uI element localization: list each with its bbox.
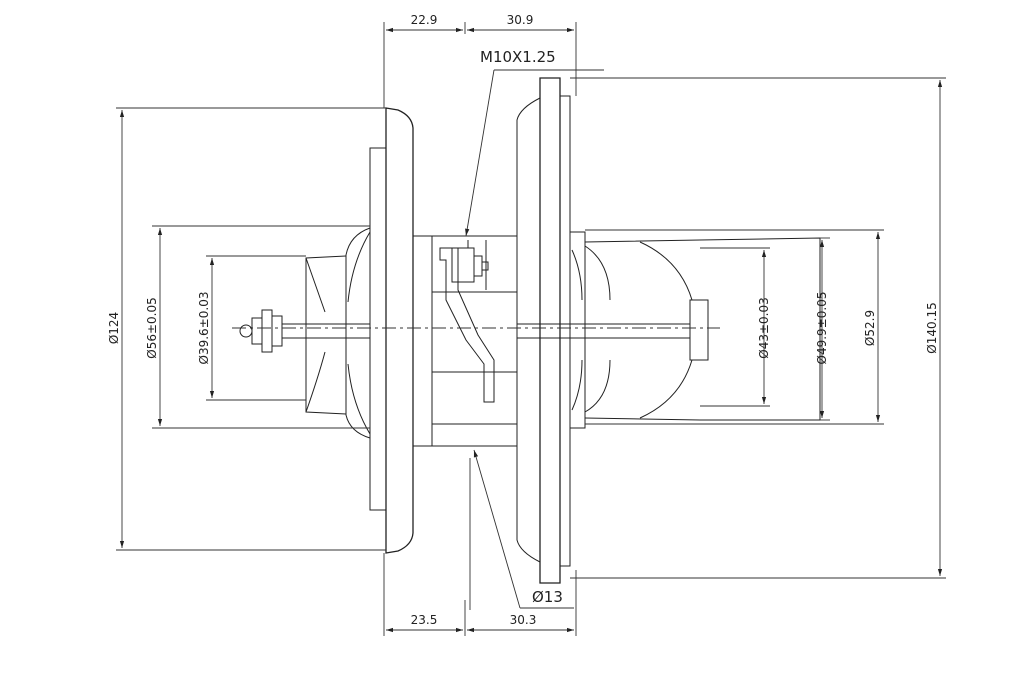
turbine-side-geometry: [516, 77, 821, 584]
dim-22-9: 22.9: [411, 13, 438, 27]
thread-callout: M10X1.25: [480, 48, 556, 66]
top-dimension-group: 22.9 30.9 M10X1.25: [383, 13, 604, 237]
bearing-housing-geometry: [412, 235, 518, 447]
turbine-diameter-dimensions: Ø43±0.03 Ø49.9±0.05 Ø52.9 Ø140.15: [570, 77, 946, 579]
compressor-side-geometry: [239, 107, 414, 554]
dim-phi-124: Ø124: [107, 312, 121, 344]
bottom-dimension-group: 23.5 30.3 Ø13: [383, 449, 577, 636]
dim-30-3: 30.3: [510, 613, 537, 627]
dim-phi-49-9: Ø49.9±0.05: [815, 292, 829, 365]
dim-23-5: 23.5: [411, 613, 438, 627]
compressor-diameter-dimensions: Ø124 Ø56±0.05 Ø39.6±0.03: [107, 107, 386, 551]
dim-shaft-13: Ø13: [532, 588, 563, 606]
dim-phi-56: Ø56±0.05: [145, 297, 159, 359]
dim-phi-52-9: Ø52.9: [863, 310, 877, 346]
dim-30-9: 30.9: [507, 13, 534, 27]
dim-phi-39-6: Ø39.6±0.03: [197, 292, 211, 365]
dim-phi-140-15: Ø140.15: [925, 302, 939, 353]
dim-phi-43: Ø43±0.03: [757, 297, 771, 359]
